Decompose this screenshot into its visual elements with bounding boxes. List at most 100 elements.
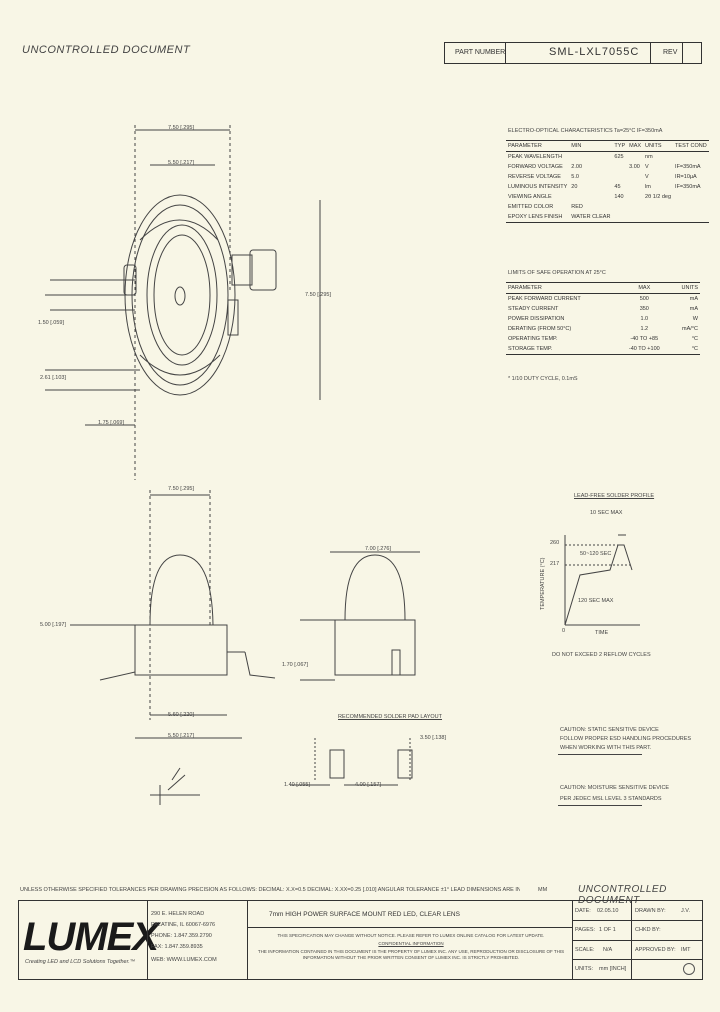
dim-right-top: 7.00 [.276] [365, 546, 391, 552]
eo-header: UNITS [643, 140, 674, 152]
cell [673, 202, 709, 212]
units-label: UNITS: [575, 966, 594, 972]
cell: POWER DISSIPATION [508, 316, 565, 322]
cell [627, 182, 643, 192]
chkd-label: CHKD BY: [635, 927, 661, 933]
cell: 140 [614, 194, 624, 200]
cell: V [645, 174, 649, 180]
dim-bottom-left: 1.75 [.069] [98, 420, 124, 426]
eo-header: TEST COND [673, 140, 709, 152]
solder-profile-chart [564, 534, 640, 626]
solder-ylabel: TEMPERATURE (°C) [540, 557, 546, 610]
top-view-drawing [45, 125, 321, 480]
eo-header: PARAMETER [506, 140, 570, 152]
abs-header: PARAMETER [506, 282, 619, 294]
dim-side-base: 5.60 [.220] [168, 712, 194, 718]
cell: °C [691, 336, 698, 342]
dim-right-height: 7.50 [.295] [305, 292, 331, 298]
pad-layout-title: RECOMMENDED SOLDER PAD LAYOUT [338, 714, 443, 720]
cell: EMITTED COLOR [508, 204, 554, 210]
company-web: WEB: WWW.LUMEX.COM [151, 957, 217, 963]
side-view-drawing [70, 490, 420, 805]
cell: 625 [614, 154, 624, 160]
table-row: DERATING (FROM 50°C) 1.2 mA/°C [506, 324, 700, 334]
cell: IF=350mA [675, 164, 701, 170]
cell: 5.0 [571, 174, 579, 180]
solder-pad-right [397, 749, 413, 779]
cell: 1.2 [640, 326, 649, 332]
table-row: VIEWING ANGLE 140 2θ 1/2 deg [506, 192, 709, 202]
dim-left-1: 1.50 [.059] [38, 320, 64, 326]
cell [673, 152, 709, 163]
dim-left-2: 2.61 [.103] [40, 375, 66, 381]
cell [673, 192, 709, 202]
eo-header: TYP [612, 140, 628, 152]
tolerance-text: UNLESS OTHERWISE SPECIFIED TOLERANCES PE… [20, 887, 520, 893]
eo-header: MAX [627, 140, 644, 152]
part-number-label: PART NUMBER [455, 49, 506, 56]
scale-value: N/A [603, 947, 613, 953]
cell: 2.00 [571, 164, 583, 170]
cell: DERATING (FROM 50°C) [508, 326, 572, 332]
cell [627, 152, 643, 163]
drawn-value: J.V. [681, 908, 690, 914]
cell: 20 [571, 184, 578, 190]
solder-217: 217 [550, 561, 560, 567]
cell [612, 202, 627, 212]
eo-header: MIN [569, 140, 613, 152]
company-phone: PHONE: 1.847.359.2790 [151, 933, 212, 939]
cell: mA [689, 306, 698, 312]
dim-inner-width: 5.50 [.217] [168, 160, 194, 166]
table-row: OPERATING TEMP.-40 TO +85°C [506, 334, 700, 344]
cell: mA/°C [682, 326, 698, 332]
cell: W [692, 316, 698, 322]
cell: 2θ 1/2 deg [645, 194, 672, 200]
cell [627, 212, 644, 223]
cell: EPOXY LENS FINISH [506, 212, 570, 223]
title-block: LUMEX Creating LED and LCD Solutions Tog… [18, 900, 703, 980]
cell: V [645, 164, 649, 170]
cell: PEAK WAVELENGTH [508, 154, 563, 160]
cell [612, 162, 627, 172]
pages-value: 1 OF 1 [599, 927, 616, 933]
table-row: REVERSE VOLTAGE 5.0 V IR=10µA [506, 172, 709, 182]
solder-subtitle: 10 SEC MAX [590, 510, 623, 516]
uncontrolled-label: UNCONTROLLED DOCUMENT [22, 44, 191, 56]
cell: 1.0 [640, 316, 649, 322]
warning-esd-1: CAUTION: STATIC SENSITIVE DEVICE [560, 727, 659, 733]
cell [673, 212, 709, 223]
lumex-logo: LUMEX [23, 915, 159, 959]
solder-260: 260 [550, 540, 560, 546]
cell: nm [645, 154, 653, 160]
pages-label: PAGES: [575, 927, 596, 933]
cell: 350 [639, 306, 649, 312]
approved-label: APPROVED BY: [635, 947, 676, 953]
cell [569, 192, 612, 202]
cell: IR=10µA [675, 174, 697, 180]
cell: REVERSE VOLTAGE [508, 174, 561, 180]
dim-pad-height: 3.50 [.138] [420, 735, 446, 741]
cell: VIEWING ANGLE [508, 194, 552, 200]
cell: RED [571, 204, 583, 210]
dim-side-width: 7.50 [.295] [168, 486, 194, 492]
solder-note: DO NOT EXCEED 2 REFLOW CYCLES [552, 652, 651, 658]
cell: PEAK FORWARD CURRENT [508, 296, 581, 302]
part-number-box: PART NUMBER SML-LXL7055C REV [444, 42, 702, 64]
cell [643, 212, 674, 223]
confidential-heading: CONFIDENTIAL INFORMATION [378, 941, 444, 946]
company-address-1: 290 E. HELEN ROAD [151, 911, 205, 917]
body-left [134, 624, 228, 676]
tolerance-mm: MM [538, 887, 548, 893]
cell [627, 172, 643, 182]
abs-header: UNITS [669, 282, 700, 294]
cell: mA [689, 296, 698, 302]
cell [643, 202, 673, 212]
drawn-label: DRAWN BY: [635, 908, 666, 914]
company-address-2: PALATINE, IL 60067-6976 [151, 922, 216, 928]
cell [569, 152, 612, 163]
solder-zero: 0 [562, 628, 566, 634]
